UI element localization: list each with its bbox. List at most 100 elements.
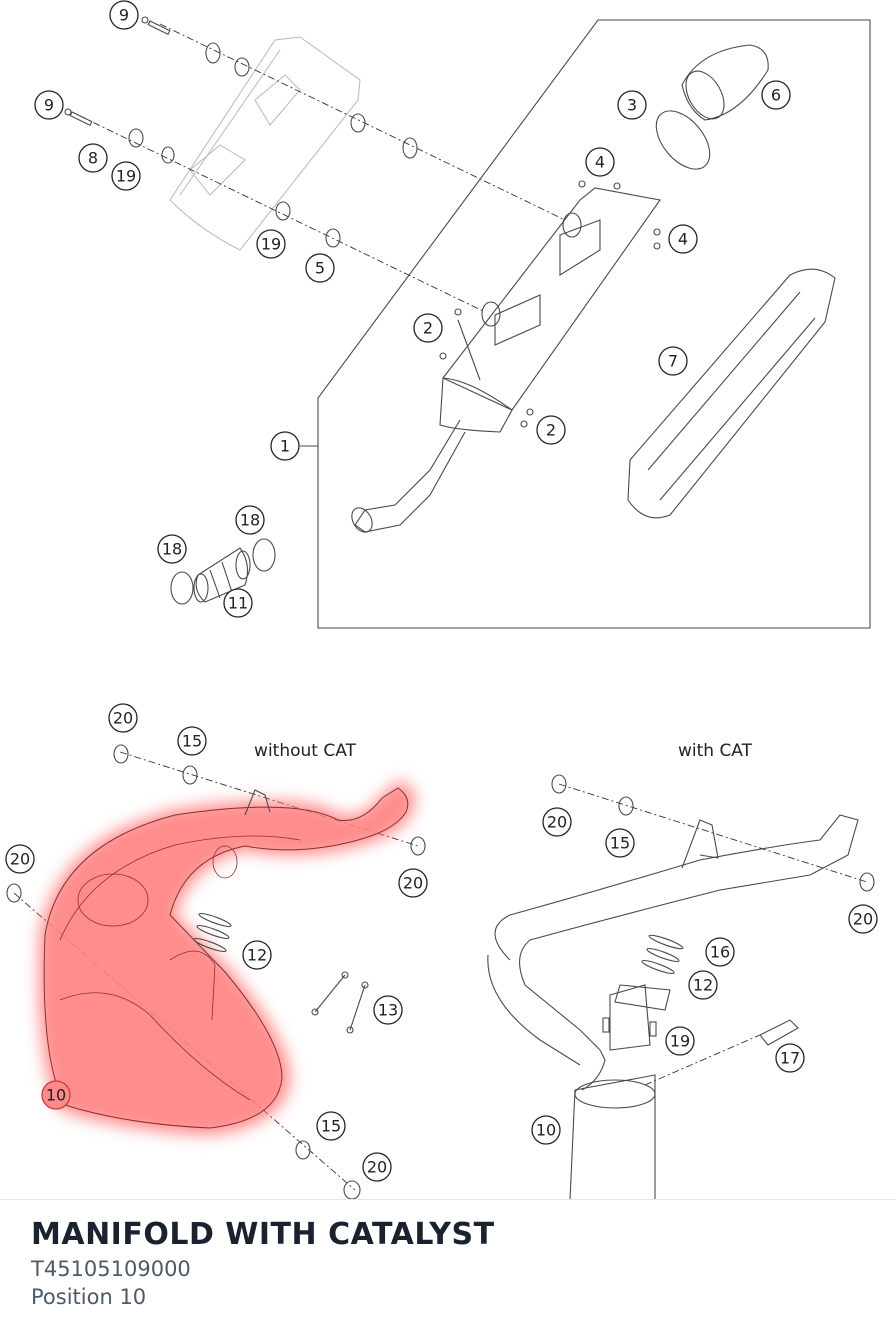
screw-4c [653, 228, 661, 236]
washer-8 [128, 128, 144, 148]
callout-10b[interactable]: 10 [531, 1115, 561, 1145]
connector-sleeve [193, 547, 251, 603]
callout-12a[interactable]: 12 [242, 940, 272, 970]
callout-3[interactable]: 3 [617, 90, 647, 120]
svg-text:9: 9 [119, 6, 129, 25]
svg-text:19: 19 [116, 167, 136, 186]
spring-rings-12b [641, 947, 680, 975]
callout-17[interactable]: 17 [775, 1043, 805, 1073]
svg-text:15: 15 [610, 834, 630, 853]
callout-2a[interactable]: 2 [413, 313, 443, 343]
washer-20b [410, 836, 426, 856]
svg-text:2: 2 [546, 421, 556, 440]
callout-20b[interactable]: 20 [5, 844, 35, 874]
callout-13[interactable]: 13 [373, 995, 403, 1025]
svg-text:1: 1 [280, 437, 290, 456]
rivet-2b [439, 352, 447, 360]
exploded-parts-diagram: without CAT with CAT [5, 0, 878, 1200]
svg-text:6: 6 [771, 86, 781, 105]
callout-5[interactable]: 5 [305, 253, 335, 283]
silencer-group-frame [317, 19, 871, 629]
part-number: T45105109000 [31, 1257, 191, 1281]
callout-15a[interactable]: 15 [177, 726, 207, 756]
bolt-9-lower [64, 108, 93, 126]
svg-text:16: 16 [710, 943, 730, 962]
callout-15b[interactable]: 15 [316, 1111, 346, 1141]
callout-6[interactable]: 6 [761, 80, 791, 110]
svg-text:17: 17 [780, 1049, 800, 1068]
svg-text:19: 19 [670, 1032, 690, 1051]
callout-10a[interactable]: 10 [41, 1080, 71, 1110]
spacer-lower-1 [161, 146, 175, 164]
seal-ring-left [170, 571, 194, 605]
callout-2b[interactable]: 2 [536, 415, 566, 445]
rivet-2d [520, 420, 528, 428]
svg-text:2: 2 [423, 319, 433, 338]
mount-bracket-wo [244, 789, 271, 816]
part-position: Position 10 [31, 1285, 147, 1309]
manifold-with-cat [487, 814, 859, 1200]
spacer-15a [182, 765, 198, 785]
spacer-lower-2 [275, 201, 291, 221]
callout-20d[interactable]: 20 [362, 1152, 392, 1182]
callout-18b[interactable]: 18 [157, 534, 187, 564]
washer-20c [6, 883, 22, 903]
svg-text:18: 18 [240, 511, 260, 530]
part-name: MANIFOLD WITH CATALYST [31, 1217, 495, 1252]
svg-text:15: 15 [321, 1117, 341, 1136]
bolt-9-upper [141, 16, 171, 35]
svg-text:12: 12 [247, 946, 267, 965]
callout-12b[interactable]: 12 [688, 970, 718, 1000]
svg-text:4: 4 [678, 230, 688, 249]
callout-11[interactable]: 11 [223, 588, 253, 618]
callout-4a[interactable]: 4 [585, 147, 615, 177]
screw-4d [653, 242, 661, 250]
svg-text:11: 11 [228, 594, 248, 613]
svg-text:9: 9 [44, 96, 54, 115]
stud-19b [649, 1021, 657, 1037]
svg-text:10: 10 [46, 1086, 66, 1105]
spacer-15c [618, 796, 634, 816]
svg-text:4: 4 [595, 153, 605, 172]
callout-9a[interactable]: 9 [109, 0, 139, 30]
callout-9b[interactable]: 9 [34, 90, 64, 120]
heat-shield [169, 36, 361, 251]
tension-springs [311, 971, 369, 1034]
spring-rings-12a [193, 912, 232, 953]
axis-line-w-right [644, 1034, 761, 1086]
svg-text:20: 20 [113, 709, 133, 728]
callout-7[interactable]: 7 [658, 346, 688, 376]
spacer-upper-4 [402, 137, 418, 159]
o-ring [655, 110, 711, 170]
svg-text:13: 13 [378, 1001, 398, 1020]
screw-4a [578, 180, 586, 188]
callout-4b[interactable]: 4 [668, 224, 698, 254]
svg-text:10: 10 [536, 1121, 556, 1140]
washer-20d [343, 1180, 361, 1200]
end-cap [681, 44, 769, 121]
washer-20a [113, 744, 129, 764]
callout-20a[interactable]: 20 [108, 703, 138, 733]
muffler-body [351, 187, 661, 533]
lambda-sensor [759, 1019, 799, 1046]
callout-1[interactable]: 1 [270, 431, 300, 461]
callout-20e[interactable]: 20 [542, 807, 572, 837]
screw-4b [613, 182, 621, 190]
callout-18a[interactable]: 18 [235, 505, 265, 535]
callout-16[interactable]: 16 [705, 937, 735, 967]
callout-20f[interactable]: 20 [848, 904, 878, 934]
callout-15c[interactable]: 15 [605, 828, 635, 858]
caption-with-cat: with CAT [678, 741, 753, 761]
callout-19b[interactable]: 19 [256, 229, 286, 259]
silencer-cover [627, 268, 836, 519]
callout-19c[interactable]: 19 [665, 1026, 695, 1056]
callout-20c[interactable]: 20 [398, 868, 428, 898]
spacer-lower-3 [325, 228, 341, 248]
callout-19a[interactable]: 19 [111, 161, 141, 191]
callout-8[interactable]: 8 [78, 143, 108, 173]
rivet-2c [526, 408, 534, 416]
svg-text:20: 20 [10, 850, 30, 869]
seal-ring-right [252, 538, 276, 572]
svg-text:20: 20 [853, 910, 873, 929]
spacer-upper-1 [205, 42, 221, 64]
